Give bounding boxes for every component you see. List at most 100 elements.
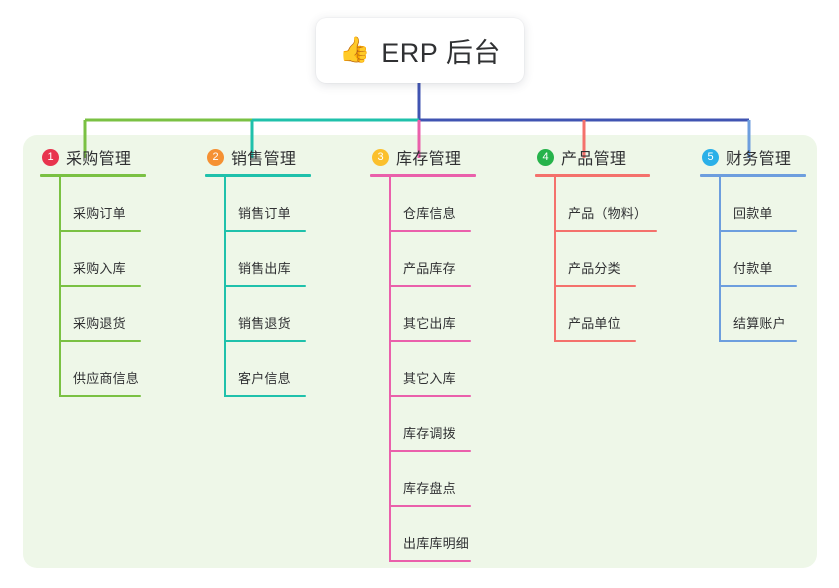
list-item[interactable]: 库存盘点 — [370, 452, 476, 507]
list-item-label: 产品（物料） — [568, 206, 648, 221]
list-item-rule — [719, 285, 797, 287]
list-item[interactable]: 销售退货 — [205, 287, 311, 342]
list-item-label: 库存盘点 — [403, 481, 456, 496]
list-item-rule — [554, 285, 636, 287]
thumbs-up-icon: 👍 — [339, 36, 371, 64]
list-item[interactable]: 结算账户 — [700, 287, 806, 342]
list-item-rule — [59, 230, 141, 232]
column-items-5: 回款单付款单结算账户 — [700, 177, 806, 342]
column-spine-5 — [719, 177, 721, 342]
list-item-label: 销售退货 — [238, 316, 291, 331]
list-item-label: 其它出库 — [403, 316, 456, 331]
column-badge-4: 4 — [537, 148, 554, 166]
list-item-label: 采购订单 — [73, 206, 126, 221]
list-item-rule — [389, 505, 471, 507]
column-header-5[interactable]: 5 财务管理 — [700, 145, 806, 169]
list-item[interactable]: 产品（物料） — [535, 177, 657, 232]
list-item-rule — [719, 340, 797, 342]
root-node[interactable]: 👍 ERP 后台 — [316, 18, 524, 83]
list-item[interactable]: 供应商信息 — [40, 342, 146, 397]
list-item-rule — [224, 340, 306, 342]
list-item[interactable]: 其它入库 — [370, 342, 476, 397]
list-item-label: 采购入库 — [73, 261, 126, 276]
list-item-label: 销售出库 — [238, 261, 291, 276]
list-item-label: 客户信息 — [238, 371, 291, 386]
list-item-rule — [554, 340, 636, 342]
column-badge-5: 5 — [702, 148, 719, 166]
content-panel — [23, 135, 817, 568]
column-badge-1: 1 — [42, 148, 59, 166]
list-item-rule — [389, 340, 471, 342]
column-header-rule-4 — [535, 174, 650, 177]
list-item-rule — [389, 230, 471, 232]
list-item[interactable]: 产品库存 — [370, 232, 476, 287]
list-item-label: 销售订单 — [238, 206, 291, 221]
column-title-4: 产品管理 — [561, 151, 627, 168]
list-item-rule — [389, 450, 471, 452]
list-item[interactable]: 销售订单 — [205, 177, 311, 232]
list-item-label: 产品分类 — [568, 261, 621, 276]
list-item-rule — [554, 230, 657, 232]
list-item-rule — [224, 285, 306, 287]
list-item[interactable]: 出库库明细 — [370, 507, 476, 562]
list-item[interactable]: 采购退货 — [40, 287, 146, 342]
column-items-3: 仓库信息产品库存其它出库其它入库库存调拨库存盘点出库库明细 — [370, 177, 476, 562]
list-item-label: 结算账户 — [733, 316, 786, 331]
list-item-rule — [224, 230, 306, 232]
column-items-1: 采购订单采购入库采购退货供应商信息 — [40, 177, 146, 397]
list-item-label: 其它入库 — [403, 371, 456, 386]
column-header-rule-5 — [700, 174, 806, 177]
list-item[interactable]: 其它出库 — [370, 287, 476, 342]
column-items-4: 产品（物料） 产品分类产品单位 — [535, 177, 657, 342]
column-header-1[interactable]: 1 采购管理 — [40, 145, 146, 169]
column-5: 5 财务管理回款单付款单结算账户 — [700, 145, 806, 342]
list-item-label: 出库库明细 — [403, 536, 470, 551]
list-item-label: 采购退货 — [73, 316, 126, 331]
list-item-label: 产品库存 — [403, 261, 456, 276]
list-item-label: 库存调拨 — [403, 426, 456, 441]
list-item[interactable]: 销售出库 — [205, 232, 311, 287]
list-item[interactable]: 回款单 — [700, 177, 806, 232]
column-header-4[interactable]: 4 产品管理 — [535, 145, 650, 169]
column-badge-3: 3 — [372, 148, 389, 166]
list-item-rule — [389, 560, 471, 562]
list-item[interactable]: 采购订单 — [40, 177, 146, 232]
list-item-rule — [719, 230, 797, 232]
list-item-rule — [59, 395, 141, 397]
list-item-label: 付款单 — [733, 261, 773, 276]
list-item-label: 仓库信息 — [403, 206, 456, 221]
column-title-5: 财务管理 — [726, 151, 792, 168]
column-spine-1 — [59, 177, 61, 397]
column-1: 1 采购管理采购订单采购入库采购退货供应商信息 — [40, 145, 146, 397]
column-4: 4 产品管理产品（物料） 产品分类产品单位 — [535, 145, 657, 342]
root-node-inner: 👍 ERP 后台 — [339, 31, 501, 70]
list-item[interactable]: 产品单位 — [535, 287, 650, 342]
column-spine-4 — [554, 177, 556, 342]
list-item[interactable]: 仓库信息 — [370, 177, 476, 232]
list-item-rule — [224, 395, 306, 397]
column-spine-2 — [224, 177, 226, 397]
column-header-rule-2 — [205, 174, 311, 177]
list-item-label: 供应商信息 — [73, 371, 140, 386]
column-badge-2: 2 — [207, 148, 224, 166]
list-item[interactable]: 采购入库 — [40, 232, 146, 287]
column-header-rule-1 — [40, 174, 146, 177]
list-item[interactable]: 付款单 — [700, 232, 806, 287]
list-item-label: 回款单 — [733, 206, 773, 221]
column-title-1: 采购管理 — [66, 151, 132, 168]
list-item[interactable]: 产品分类 — [535, 232, 650, 287]
list-item-rule — [59, 340, 141, 342]
list-item-rule — [389, 285, 471, 287]
column-header-rule-3 — [370, 174, 476, 177]
root-title: ERP 后台 — [381, 38, 501, 68]
list-item-rule — [389, 395, 471, 397]
list-item-rule — [59, 285, 141, 287]
list-item[interactable]: 客户信息 — [205, 342, 311, 397]
list-item[interactable]: 库存调拨 — [370, 397, 476, 452]
column-spine-3 — [389, 177, 391, 562]
